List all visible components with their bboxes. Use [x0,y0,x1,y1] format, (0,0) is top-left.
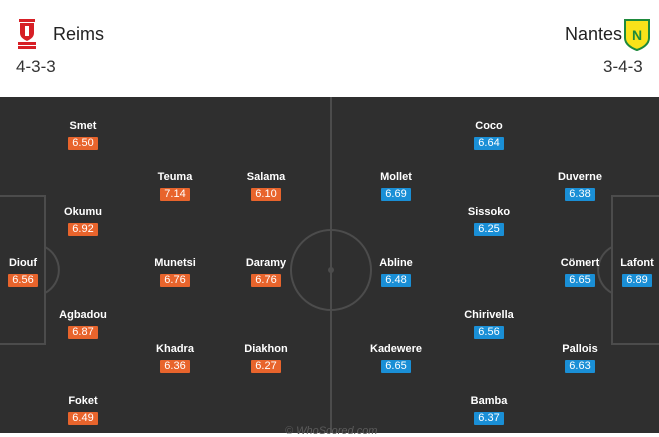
player-name: Salama [246,171,286,183]
player-name: Teuma [157,171,193,183]
player-name: Munetsi [154,257,196,269]
player-rating: 6.76 [251,274,281,287]
home-player-agbadou[interactable]: Agbadou 6.87 [38,309,128,340]
home-player-munetsi[interactable]: Munetsi 6.76 [130,257,220,288]
player-name: Coco [475,120,503,132]
nantes-crest-icon: N [624,19,650,51]
player-rating: 6.65 [381,360,411,373]
player-name: Diouf [8,257,38,269]
player-rating: 6.10 [251,188,281,201]
away-player-mollet[interactable]: Mollet 6.69 [351,171,441,202]
player-rating: 6.87 [68,326,98,339]
player-rating: 6.56 [8,274,38,287]
player-name: Bamba [470,395,508,407]
player-rating: 6.64 [474,137,504,150]
whoscored-watermark: © WhoScored.com [285,425,378,437]
player-name: Khadra [156,343,194,355]
home-player-okumu[interactable]: Okumu 6.92 [38,206,128,237]
home-player-diouf[interactable]: Diouf 6.56 [0,257,68,288]
player-rating: 6.56 [474,326,504,339]
player-name: Foket [68,395,98,407]
player-rating: 6.69 [381,188,411,201]
away-player-sissoko[interactable]: Sissoko 6.25 [444,206,534,237]
away-player-bamba[interactable]: Bamba 6.37 [444,395,534,426]
away-player-comert[interactable]: Cömert 6.65 [535,257,625,288]
away-team-name[interactable]: Nantes [565,24,623,44]
player-rating: 6.76 [160,274,190,287]
home-team-name[interactable]: Reims [53,24,105,44]
home-player-salama[interactable]: Salama 6.10 [221,171,311,202]
player-name: Agbadou [59,309,107,321]
player-rating: 6.37 [474,412,504,425]
player-rating: 6.48 [381,274,411,287]
player-name: Mollet [380,171,412,183]
svg-text:N: N [632,27,642,43]
player-name: Okumu [64,206,102,218]
home-player-foket[interactable]: Foket 6.49 [38,395,128,426]
home-player-diakhon[interactable]: Diakhon 6.27 [221,343,311,374]
player-rating: 6.27 [251,360,281,373]
player-name: Diakhon [244,343,288,355]
player-rating: 6.65 [565,274,595,287]
away-player-lafont[interactable]: Lafont 6.89 [592,257,659,288]
home-player-khadra[interactable]: Khadra 6.36 [130,343,220,374]
home-player-teuma[interactable]: Teuma 7.14 [130,171,220,202]
player-rating: 6.50 [68,137,98,150]
away-player-abline[interactable]: Abline 6.48 [351,257,441,288]
pitch: Smet 6.50 Teuma 7.14 Salama 6.10 Okumu 6… [0,97,659,433]
player-rating: 7.14 [160,188,190,201]
player-name: Cömert [560,257,600,269]
player-name: Smet [69,120,97,132]
home-player-daramy[interactable]: Daramy 6.76 [221,257,311,288]
away-player-coco[interactable]: Coco 6.64 [444,120,534,151]
player-rating: 6.63 [565,360,595,373]
player-rating: 6.49 [68,412,98,425]
player-name: Daramy [245,257,287,269]
player-rating: 6.92 [68,223,98,236]
home-player-smet[interactable]: Smet 6.50 [38,120,128,151]
away-player-kadewere[interactable]: Kadewere 6.65 [351,343,441,374]
player-rating: 6.89 [622,274,652,287]
player-rating: 6.38 [565,188,595,201]
reims-crest-icon [18,19,36,49]
match-header: Reims 4-3-3 Nantes N 3-4-3 [0,0,659,97]
player-name: Pallois [562,343,598,355]
home-formation: 4-3-3 [16,57,56,76]
player-rating: 6.25 [474,223,504,236]
away-player-pallois[interactable]: Pallois 6.63 [535,343,625,374]
away-player-duverne[interactable]: Duverne 6.38 [535,171,625,202]
player-name: Abline [379,257,413,269]
player-name: Lafont [620,257,654,269]
player-name: Duverne [557,171,603,183]
player-name: Sissoko [467,206,511,218]
pitch-lines [0,97,659,433]
away-player-chirivella[interactable]: Chirivella 6.56 [444,309,534,340]
player-rating: 6.36 [160,360,190,373]
player-name: Kadewere [370,343,422,355]
player-name: Chirivella [464,309,514,321]
away-formation: 3-4-3 [603,57,643,76]
